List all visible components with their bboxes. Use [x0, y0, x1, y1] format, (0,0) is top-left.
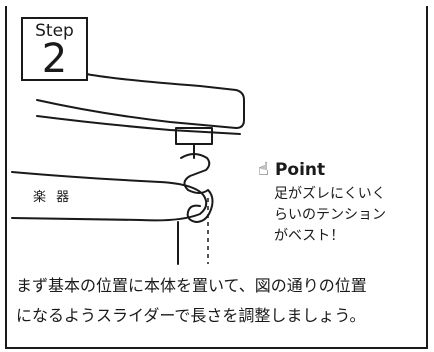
- instrument-body: [11, 171, 208, 222]
- diagram-frame: [5, 6, 428, 349]
- step-label: Step: [35, 21, 74, 41]
- top-strip: [0, 0, 434, 8]
- connector-block: [175, 127, 213, 145]
- step-number: 2: [41, 36, 68, 82]
- step-badge: Step 2: [21, 17, 88, 81]
- instruction-caption: まず基本の位置に本体を置いて、図の通りの位置 になるようスライダーで長さを調整し…: [16, 276, 367, 325]
- foot-hook: [180, 153, 214, 223]
- point-text: 足がズレにくいく らいのテンション がベスト！: [274, 186, 386, 244]
- point-heading: ☝ Point: [258, 159, 326, 181]
- point-title: Point: [274, 160, 326, 180]
- arm-upper-edge: [36, 73, 245, 129]
- arm-lower-edge: [36, 115, 241, 135]
- instrument-label: 楽 器: [33, 190, 73, 205]
- pointing-hand-icon: ☝: [258, 159, 269, 180]
